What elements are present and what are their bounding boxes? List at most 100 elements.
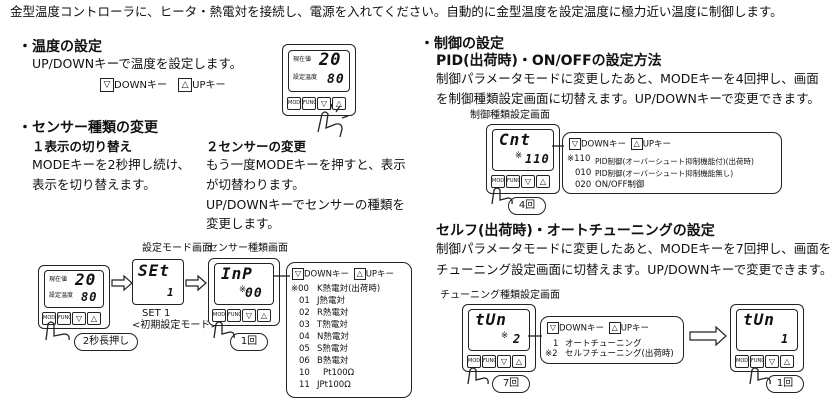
sv-value: 80 [81,290,98,304]
mode-button[interactable]: MODE [735,355,749,368]
up-button[interactable]: △ [332,97,346,110]
pid-line1: 制御パラメータモードに変更したあと、MODEキーを4回押し、画面 [436,71,819,86]
press-4-badge: 4回 [508,197,546,215]
sensor-code-5: 05 [299,344,310,354]
mode-button[interactable]: MODE [212,309,226,322]
down-key-label: DOWNキー [114,80,167,91]
press-once-badge: 1回 [230,333,268,351]
tuning-type-list: ▽DOWNキー △UPキー 1 オートチューニング ※2 セルフチューニング(出… [540,316,684,364]
up-button[interactable]: △ [536,175,550,188]
controller-display: 現在値 設定温度 20 80 [288,50,350,92]
controller-display: tUn 1 [736,309,798,351]
up-key-label: UPキー [642,139,672,150]
down-button[interactable]: ▽ [521,175,535,188]
up-button[interactable]: △ [780,355,794,368]
down-key-label: DOWNキー [304,269,349,280]
sv-label: 設定温度 [49,292,74,299]
mode-button[interactable]: MODE [491,175,505,188]
controller-control-type: Cnt ※ 110 MODE FUNC ▽ △ [486,124,560,194]
sensor-step2-line1: もう一度MODEキーを押すと、表示 [206,157,406,172]
pv-value: 20 [75,270,97,289]
sensor-step2-line4: 変更します。 [206,216,280,231]
sv-label: 設定温度 [293,74,318,81]
down-button[interactable]: ▽ [765,355,779,368]
sensor-code-7: 10 [299,368,310,378]
sensor-step1-line2: 表示を切り替えます。 [32,177,156,192]
arrow-right-icon [689,325,727,347]
down-key-icon: ▽ [100,78,114,92]
func-button[interactable]: FUNC [750,355,764,368]
control-title: ・制御の設定 [420,36,504,52]
controller-display: 現在値 設定温度 20 80 [44,270,104,308]
control-type-list: ▽DOWNキー △UPキー ※110 PID制御(オーバーシュート抑制機能付)(… [562,132,782,194]
up-button[interactable]: △ [87,312,101,325]
down-key-icon: ▽ [292,268,304,280]
sensor-step1-line1: MODEキーを2秒押し続け、 [32,157,190,172]
self-line2: チューニング設定画面に切替えます。UP/DOWNキーで変更できます。 [436,262,832,277]
func-button[interactable]: FUNC [482,355,496,368]
down-key-icon: ▽ [547,322,559,334]
tun-value: 1 [781,332,790,346]
func-button[interactable]: FUNC [227,309,241,322]
cnt-asterisk: ※ [515,151,523,161]
controller-display: InP 00 ※ [214,263,274,305]
ctrl-code-2: 020 [575,180,592,190]
down-button[interactable]: ▽ [242,309,256,322]
tun-display-text: tUn [475,310,507,329]
up-key-icon: △ [178,78,193,92]
ctrl-caption: 制御種類設定画面 [470,110,550,121]
controller-sensor-type: InP 00 ※ MODE FUNC ▽ △ [208,258,280,326]
sensor-list-keys: ▽DOWNキー △UPキー [292,268,394,280]
mode-button[interactable]: MODE [467,355,481,368]
inp-value: 00 [245,286,263,301]
func-button[interactable]: FUNC [506,175,520,188]
tun-asterisk: ※ [501,331,509,341]
pv-label: 現在値 [49,276,68,283]
ctrl-code-0: ※110 [567,154,591,164]
sensor-name-6: B熱電対 [317,356,349,366]
mode-button[interactable]: MODE [287,97,301,110]
down-button[interactable]: ▽ [317,97,331,110]
tune-list-keys: ▽DOWNキー △UPキー [547,322,649,334]
sensor-name-4: N熱電対 [317,332,349,342]
cnt-value: 110 [525,152,550,166]
sensor-code-3: 03 [299,320,310,330]
pid-title: PID(出荷時)・ON/OFFの設定方法 [436,53,662,69]
up-button[interactable]: △ [257,309,271,322]
sensor-step1-title: １表示の切り替え [32,139,133,154]
down-button[interactable]: ▽ [497,355,511,368]
set1-mode-label: <初期設定モード> [132,320,219,331]
sensor-code-8: 11 [299,380,310,390]
tune-code-1: ※2 [545,349,558,359]
up-button[interactable]: △ [512,355,526,368]
intro-text: 金型温度コントローラに、ヒータ・熱電対を接続し、電源を入れてください。自動的に金… [10,4,783,19]
set-mode-display: SEt 1 [132,259,184,305]
up-key-label: UPキー [192,80,226,91]
sensor-name-7: Pt100Ω [323,368,355,378]
func-button[interactable]: FUNC [57,312,71,325]
self-title: セルフ(出荷時)・オートチューニングの設定 [436,223,715,239]
up-key-icon: △ [630,138,643,150]
inp-asterisk: ※ [239,285,247,295]
press-7-badge: 7回 [492,375,530,393]
hand-pointer-icon [213,321,235,339]
tune-code-0: 1 [553,339,559,349]
ctrl-name-2: ON/OFF制御 [595,180,645,190]
controller-tuning: tUn ※ 2 MODE FUNC ▽ △ [462,304,536,372]
ctrl-name-0: PID制御(オーバーシュート抑制機能付)(出荷時) [595,157,754,166]
func-button[interactable]: FUNC [302,97,316,110]
sensor-name-5: S熱電対 [317,344,348,354]
temp-setting-title: ・温度の設定 [18,39,102,55]
ctrl-code-1: 010 [575,168,592,178]
sensor-name-3: T熱電対 [317,320,348,330]
hand-pointer-icon [749,367,771,385]
controller-display: tUn ※ 2 [468,309,530,351]
tun-display-text: tUn [743,310,775,329]
down-button[interactable]: ▽ [72,312,86,325]
set-display-sub: 1 [167,286,175,299]
controller-display: Cnt ※ 110 [492,129,554,171]
down-key-label: DOWNキー [581,139,626,150]
controller-tuning-next: tUn 1 MODE FUNC ▽ △ [730,304,804,372]
